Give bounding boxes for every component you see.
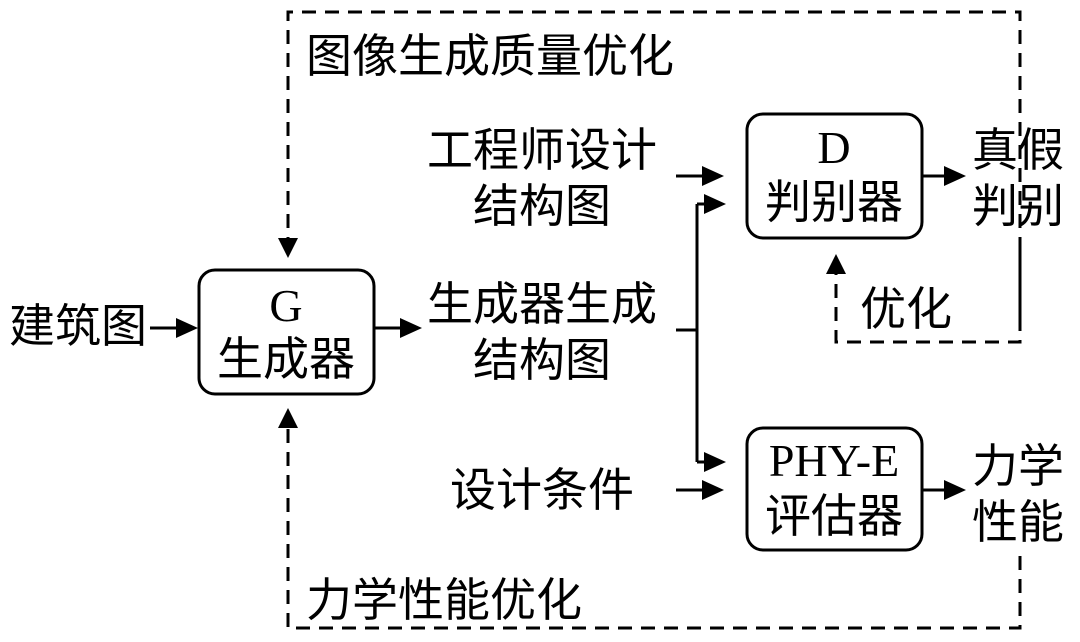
- real-fake-line2: 判别: [972, 179, 1064, 233]
- image-quality-loop-label: 图像生成质量优化: [306, 29, 674, 83]
- mechanical-performance-line2: 性能: [972, 495, 1064, 549]
- design-conditions-label: 设计条件: [450, 463, 634, 517]
- input-label: 建筑图: [9, 299, 147, 353]
- image-quality-loop-line: [286, 10, 1022, 320]
- generator-box: [197, 268, 376, 396]
- real-fake-line1: 真假: [972, 123, 1064, 177]
- discriminator-loop-label: 优化: [860, 282, 952, 336]
- mechanical-loop-label: 力学性能优化: [306, 573, 582, 627]
- evaluator-to-performance-arrowhead: [944, 480, 966, 500]
- evaluator-subtitle: 评估器: [765, 489, 903, 543]
- evaluator-title: PHY-E: [769, 435, 899, 486]
- d-to-realfake-arrowhead: [944, 166, 966, 186]
- conditions-to-evaluator-arrowhead: [702, 480, 724, 500]
- generated-design-line2: 结构图: [473, 333, 611, 387]
- engineer-design-line1: 工程师设计: [427, 123, 657, 177]
- input-to-generator-arrowhead: [176, 318, 198, 338]
- evaluator-box: [745, 426, 924, 552]
- generator-to-output-arrowhead: [400, 318, 422, 338]
- branch-to-evaluator-arrowhead: [704, 452, 726, 472]
- discriminator-subtitle: 判别器: [765, 175, 903, 229]
- engineer-to-d-arrowhead: [702, 166, 724, 186]
- engineer-design-line2: 结构图: [473, 179, 611, 233]
- generated-design-line1: 生成器生成: [427, 277, 657, 331]
- generator-title: G: [269, 280, 302, 331]
- discriminator-loop-line: [834, 248, 1022, 344]
- discriminator-loop-arrowhead: [826, 254, 846, 274]
- mechanical-loop-arrowhead: [278, 408, 298, 428]
- branch-to-d-arrowhead: [704, 194, 726, 214]
- discriminator-box: [745, 112, 924, 240]
- mechanical-loop-line: [286, 428, 1022, 630]
- generator-subtitle: 生成器: [217, 332, 355, 386]
- discriminator-title: D: [817, 122, 850, 173]
- image-quality-loop-arrowhead: [278, 238, 298, 258]
- mechanical-performance-line1: 力学: [972, 439, 1064, 493]
